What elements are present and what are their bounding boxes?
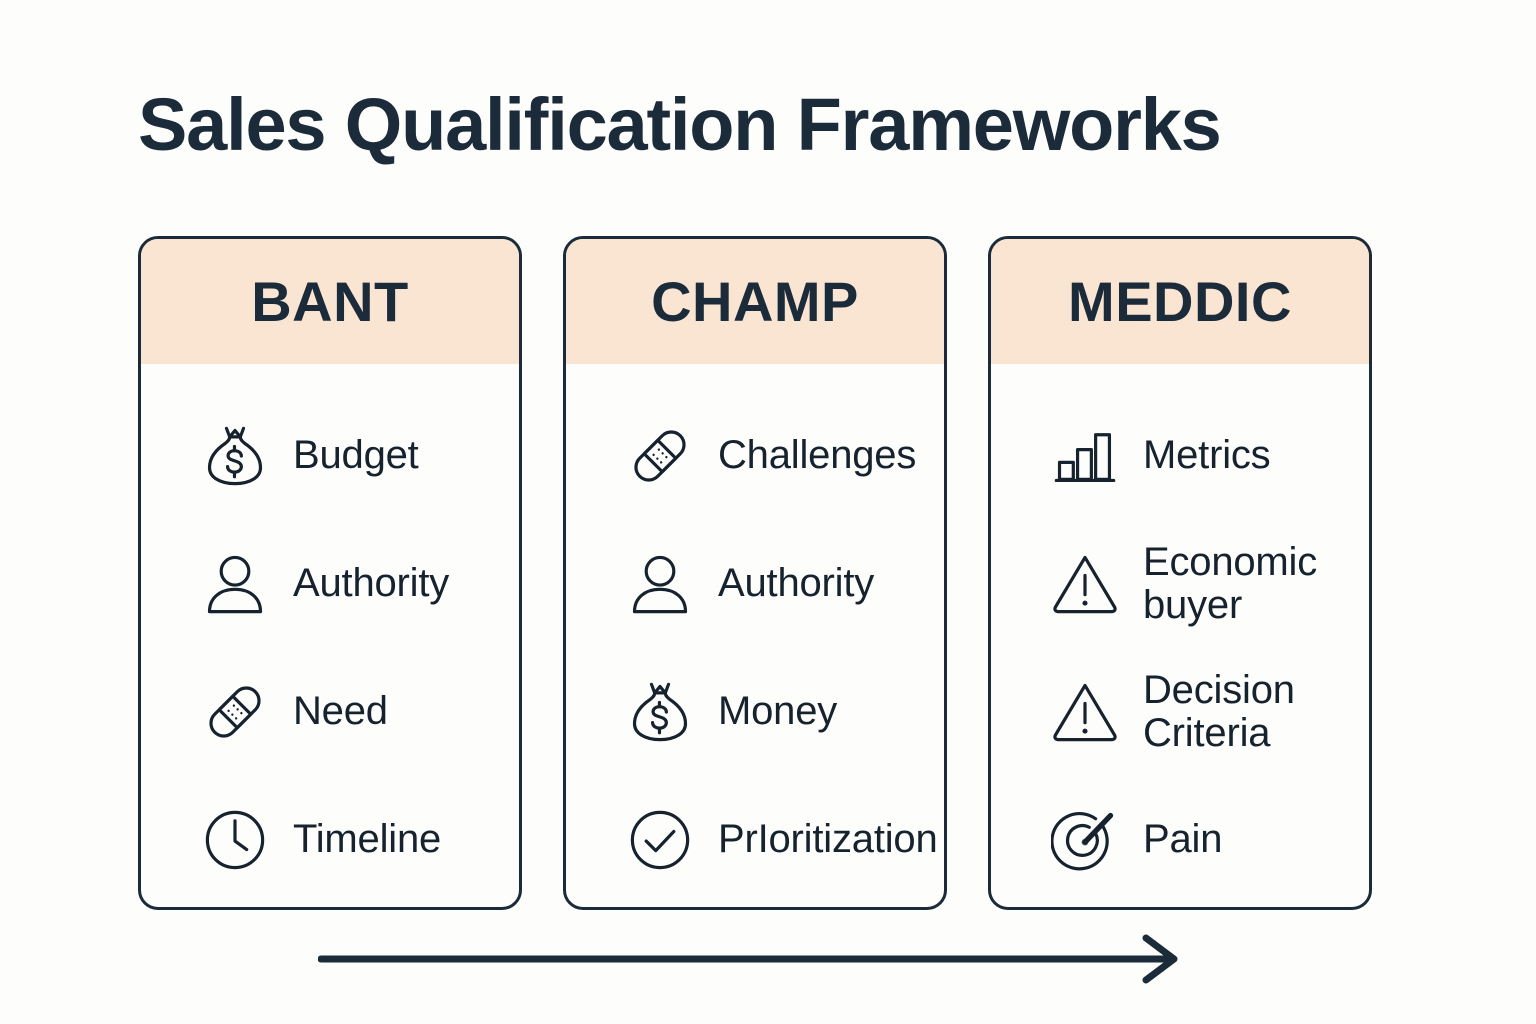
list-item-label: PrIoritization: [718, 817, 938, 862]
page-title: Sales Qualification Frameworks: [138, 83, 1222, 166]
list-item-label: Decision Criteria: [1143, 667, 1295, 755]
framework-card-bant[interactable]: BANT Budget: [138, 236, 522, 910]
framework-card-champ[interactable]: CHAMP: [563, 236, 947, 910]
target-icon: [1049, 804, 1121, 876]
framework-card-meddic[interactable]: MEDDIC Metrics: [988, 236, 1372, 910]
list-item-label: Pain: [1143, 817, 1223, 862]
list-item[interactable]: Decision Criteria: [991, 648, 1369, 776]
card-title-meddic: MEDDIC: [1068, 270, 1292, 333]
list-item-label: Need: [293, 689, 388, 734]
card-title-bant: BANT: [251, 270, 409, 333]
progression-arrow: [318, 930, 1188, 990]
warning-triangle-icon: [1049, 676, 1121, 748]
list-item-label: Metrics: [1143, 433, 1271, 478]
list-item-label: Economic buyer: [1143, 539, 1318, 627]
list-item[interactable]: Budget: [141, 392, 519, 520]
list-item[interactable]: Authority: [141, 520, 519, 648]
list-item[interactable]: Authority: [566, 520, 944, 648]
list-item[interactable]: Economic buyer: [991, 520, 1369, 648]
list-item-label: Authority: [293, 561, 450, 606]
list-item-label: Budget: [293, 433, 419, 478]
list-item-label: Authority: [718, 561, 875, 606]
card-header-champ: CHAMP: [566, 239, 944, 364]
card-title-champ: CHAMP: [651, 270, 859, 333]
list-item[interactable]: Metrics: [991, 392, 1369, 520]
card-header-meddic: MEDDIC: [991, 239, 1369, 364]
person-icon: [624, 548, 696, 620]
money-bag-icon: [624, 676, 696, 748]
money-bag-icon: [199, 420, 271, 492]
bar-chart-icon: [1049, 420, 1121, 492]
clock-icon: [199, 804, 271, 876]
list-item[interactable]: Need: [141, 648, 519, 776]
warning-triangle-icon: [1049, 548, 1121, 620]
list-item[interactable]: Money: [566, 648, 944, 776]
list-item-label: Challenges: [718, 433, 917, 478]
card-body-bant: Budget Authority: [141, 364, 519, 907]
card-header-bant: BANT: [141, 239, 519, 364]
list-item-label: Timeline: [293, 817, 442, 862]
framework-cards: BANT Budget: [138, 236, 1372, 910]
list-item[interactable]: Pain: [991, 776, 1369, 904]
card-body-champ: Challenges Authority: [566, 364, 944, 907]
list-item[interactable]: PrIoritization: [566, 776, 944, 904]
list-item-label: Money: [718, 689, 838, 734]
card-body-meddic: Metrics Economic buyer: [991, 364, 1369, 907]
check-circle-icon: [624, 804, 696, 876]
bandage-icon: [199, 676, 271, 748]
arrow-head: [1142, 934, 1178, 984]
person-icon: [199, 548, 271, 620]
bandage-icon: [624, 420, 696, 492]
list-item[interactable]: Challenges: [566, 392, 944, 520]
list-item[interactable]: Timeline: [141, 776, 519, 904]
